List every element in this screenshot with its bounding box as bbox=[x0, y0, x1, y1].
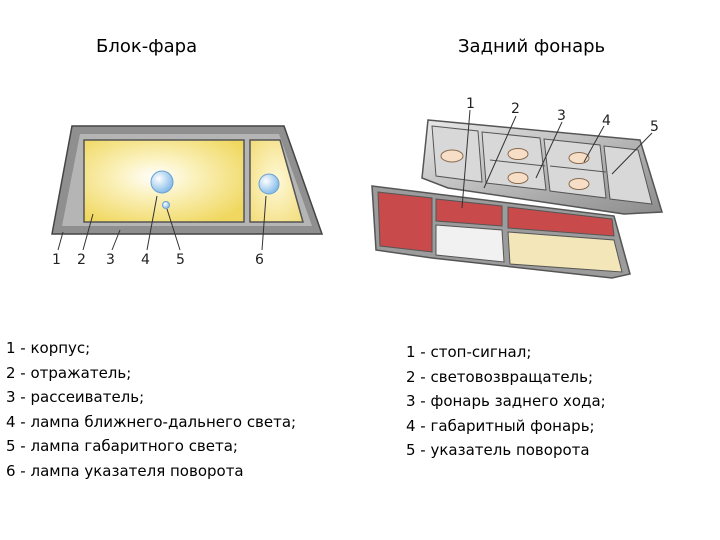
headlight-callout-6: 6 bbox=[255, 252, 264, 268]
taillight-diagram: 1 2 3 4 5 bbox=[371, 96, 663, 279]
legend-item: 1 - стоп-сигнал; bbox=[406, 343, 532, 361]
low-high-beam-bulb bbox=[150, 170, 174, 194]
taillight-callout-1: 1 bbox=[466, 96, 475, 112]
taillight-legend: 1 - стоп-сигнал; 2 - световозвращатель; … bbox=[406, 340, 606, 463]
headlight-callout-3: 3 bbox=[106, 252, 115, 268]
lens-turn-cream bbox=[507, 231, 623, 273]
legend-item: 1 - корпус; bbox=[6, 339, 91, 357]
legend-item: 5 - лампа габаритного света; bbox=[6, 437, 238, 455]
headlight-diagram: 1 2 3 4 5 6 bbox=[51, 125, 324, 268]
taillight-callout-5: 5 bbox=[650, 119, 659, 135]
turn-signal-bulb bbox=[258, 173, 280, 195]
taillight-callout-4: 4 bbox=[602, 113, 611, 129]
legend-item: 3 - рассеиватель; bbox=[6, 388, 145, 406]
headlight-legend: 1 - корпус; 2 - отражатель; 3 - рассеива… bbox=[6, 336, 296, 483]
legend-item: 4 - лампа ближнего-дальнего света; bbox=[6, 412, 297, 431]
headlight-callout-5: 5 bbox=[176, 252, 185, 268]
headlight-callout-4: 4 bbox=[141, 252, 150, 268]
legend-item: 2 - отражатель; bbox=[6, 363, 132, 382]
legend-item: 6 - лампа указателя поворота bbox=[6, 461, 244, 480]
lens-tail-red-left bbox=[377, 191, 433, 253]
lens-reverse-white bbox=[435, 224, 505, 263]
legend-item: 4 - габаритный фонарь; bbox=[406, 416, 595, 435]
headlight-callout-2: 2 bbox=[77, 252, 86, 268]
lens-reflector-red bbox=[507, 206, 615, 237]
taillight-title: Задний фонарь bbox=[458, 36, 606, 57]
headlight-callout-1: 1 bbox=[52, 252, 61, 268]
legend-item: 3 - фонарь заднего хода; bbox=[406, 392, 606, 410]
legend-item: 5 - указатель поворота bbox=[406, 441, 590, 459]
taillight-callout-3: 3 bbox=[557, 108, 566, 124]
headlight-title: Блок-фара bbox=[96, 36, 198, 57]
legend-item: 2 - световозвращатель; bbox=[406, 367, 594, 386]
taillight-callout-2: 2 bbox=[511, 101, 520, 117]
lens-stop-red bbox=[435, 198, 503, 227]
parking-light-bulb bbox=[162, 201, 170, 209]
